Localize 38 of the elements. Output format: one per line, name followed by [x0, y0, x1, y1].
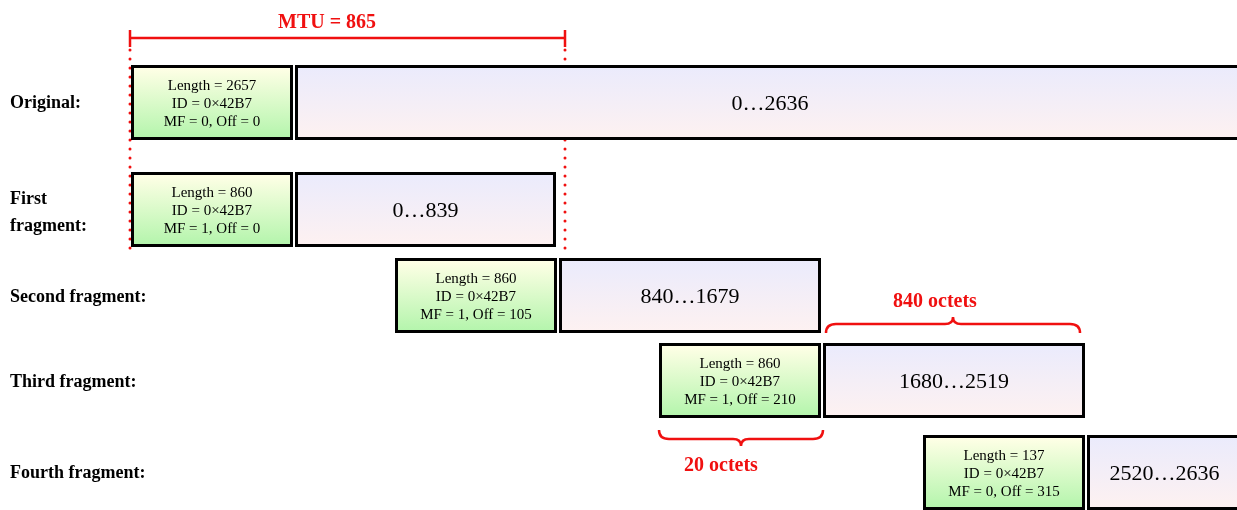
- payload-box: [295, 172, 556, 247]
- dimension-label: 840 octets: [893, 288, 977, 313]
- header-field: MF = 1, Off = 105: [420, 304, 532, 323]
- payload-box: [295, 65, 1237, 140]
- dimension-label: MTU = 865: [278, 9, 377, 34]
- header-box: [131, 65, 293, 140]
- header-field: Length = 860: [171, 182, 253, 201]
- byte-range: 1680…2519: [899, 367, 1009, 394]
- header-box: [131, 172, 293, 247]
- header-field: ID = 0×42B7: [171, 200, 253, 219]
- byte-range: 2520…2636: [1109, 459, 1220, 486]
- header-field: ID = 0×42B7: [963, 463, 1045, 482]
- header-box: [659, 343, 821, 418]
- row-label: Original:: [10, 91, 81, 114]
- header-box: [395, 258, 557, 333]
- payload-box: [559, 258, 821, 333]
- header-field: MF = 1, Off = 210: [684, 389, 796, 408]
- payload-box: [823, 343, 1085, 418]
- row-label: First fragment:: [10, 187, 88, 237]
- header-field: ID = 0×42B7: [171, 93, 253, 112]
- header-field: ID = 0×42B7: [699, 371, 781, 390]
- payload-box: [1087, 435, 1237, 510]
- header-field: MF = 0, Off = 315: [948, 481, 1060, 500]
- row-label: Second fragment:: [10, 285, 147, 308]
- byte-range: 0…2636: [731, 89, 809, 116]
- row-label: Fourth fragment:: [10, 461, 146, 484]
- header-field: Length = 860: [699, 353, 781, 372]
- header-field: MF = 1, Off = 0: [163, 218, 261, 237]
- header-field: Length = 2657: [167, 75, 257, 94]
- row-label: Third fragment:: [10, 370, 137, 393]
- header-box: [923, 435, 1085, 510]
- header-field: MF = 0, Off = 0: [163, 111, 261, 130]
- header-field: Length = 137: [963, 445, 1045, 464]
- header-field: Length = 860: [435, 268, 517, 287]
- byte-range: 0…839: [392, 196, 459, 223]
- byte-range: 840…1679: [640, 282, 740, 309]
- header-field: ID = 0×42B7: [435, 286, 517, 305]
- dimension-label: 20 octets: [684, 452, 758, 477]
